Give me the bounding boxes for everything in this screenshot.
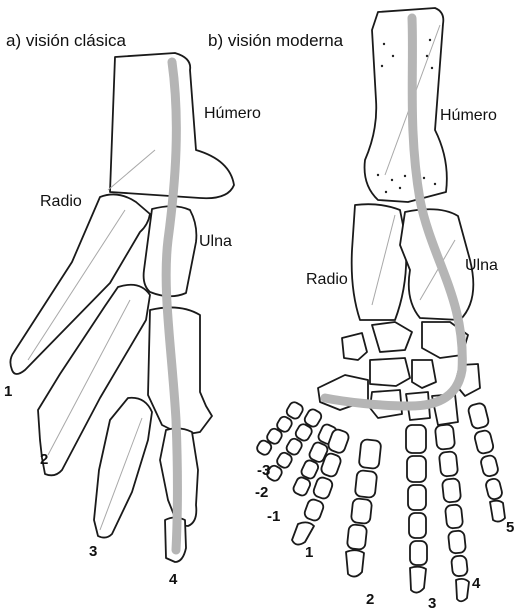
panel-b-digit-label: 2 — [366, 591, 374, 608]
dot — [383, 43, 385, 45]
phalanx — [408, 485, 426, 510]
panel-b-digit-2 — [346, 439, 381, 577]
dot — [381, 65, 383, 67]
panel-b-carpal — [370, 358, 410, 386]
panel-b-title: b) visión moderna — [208, 31, 344, 50]
phalanx-tip — [346, 550, 364, 576]
dot — [431, 67, 433, 69]
panel-b-digit-label: 1 — [305, 544, 313, 561]
phalanx — [467, 402, 489, 429]
phalanx — [355, 470, 378, 498]
panel-b-digit-label: -3 — [257, 462, 270, 479]
panel-b-digit-4 — [435, 424, 469, 601]
phalanx — [485, 478, 503, 501]
panel-b-humerus — [365, 8, 447, 202]
phalanx — [445, 504, 463, 529]
dot — [429, 39, 431, 41]
panel-b-label-humerus: Húmero — [440, 107, 497, 124]
phalanx — [439, 451, 458, 477]
phalanx — [351, 498, 372, 524]
dot — [385, 191, 387, 193]
panel-b-digit-label: -2 — [255, 484, 268, 501]
phalanx-tip — [410, 567, 426, 593]
panel-b-digit-3 — [406, 425, 427, 593]
dot — [423, 177, 425, 179]
phalanx — [448, 530, 466, 554]
phalanx — [407, 456, 426, 482]
panel-a-digit-label: 4 — [169, 571, 178, 588]
phalanx — [442, 478, 461, 503]
panel-b: b) visión moderna — [208, 8, 514, 610]
dot — [404, 175, 406, 177]
phalanx — [410, 541, 427, 565]
dot — [391, 179, 393, 181]
panel-b-carpal — [412, 360, 436, 388]
panel-a-label-humerus: Húmero — [204, 105, 261, 122]
dot — [392, 55, 394, 57]
phalanx — [406, 425, 426, 453]
panel-a-digit-label: 1 — [4, 383, 12, 400]
phalanx — [451, 555, 468, 576]
panel-a-label-ulna: Ulna — [199, 233, 232, 250]
phalanx — [347, 524, 367, 550]
panel-a-digit-label: 2 — [40, 451, 48, 468]
panel-b-label-ulna: Ulna — [465, 257, 498, 274]
phalanx — [359, 439, 382, 469]
phalanx-tip — [456, 579, 469, 601]
panel-b-radius — [352, 204, 407, 320]
dot — [434, 183, 436, 185]
phalanx — [303, 498, 325, 522]
panel-b-digit-label: 4 — [472, 575, 481, 592]
panel-a-title: a) visión clásica — [6, 31, 127, 50]
panel-b-carpal — [372, 322, 412, 352]
phalanx-tip — [490, 501, 505, 522]
panel-b-digit-label: 3 — [428, 595, 436, 610]
dot — [399, 187, 401, 189]
panel-b-carpal — [342, 333, 367, 360]
panel-b-digit-label: -1 — [267, 508, 280, 525]
panel-b-label-radius: Radio — [306, 271, 348, 288]
phalanx — [435, 424, 455, 450]
panel-a-digit-label: 3 — [89, 543, 97, 560]
panel-b-digit-label: 5 — [506, 519, 514, 536]
panel-a: a) visión clásica Húmero Radio Ulna 1 2 … — [4, 31, 261, 588]
panel-a-label-radius: Radio — [40, 193, 82, 210]
panel-b-digit-5 — [467, 402, 505, 521]
phalanx — [480, 454, 499, 477]
phalanx — [474, 429, 495, 454]
dot — [377, 174, 379, 176]
phalanx-tip — [292, 522, 314, 544]
dot — [426, 55, 428, 57]
phalanx — [312, 476, 334, 500]
phalanx — [409, 513, 426, 538]
